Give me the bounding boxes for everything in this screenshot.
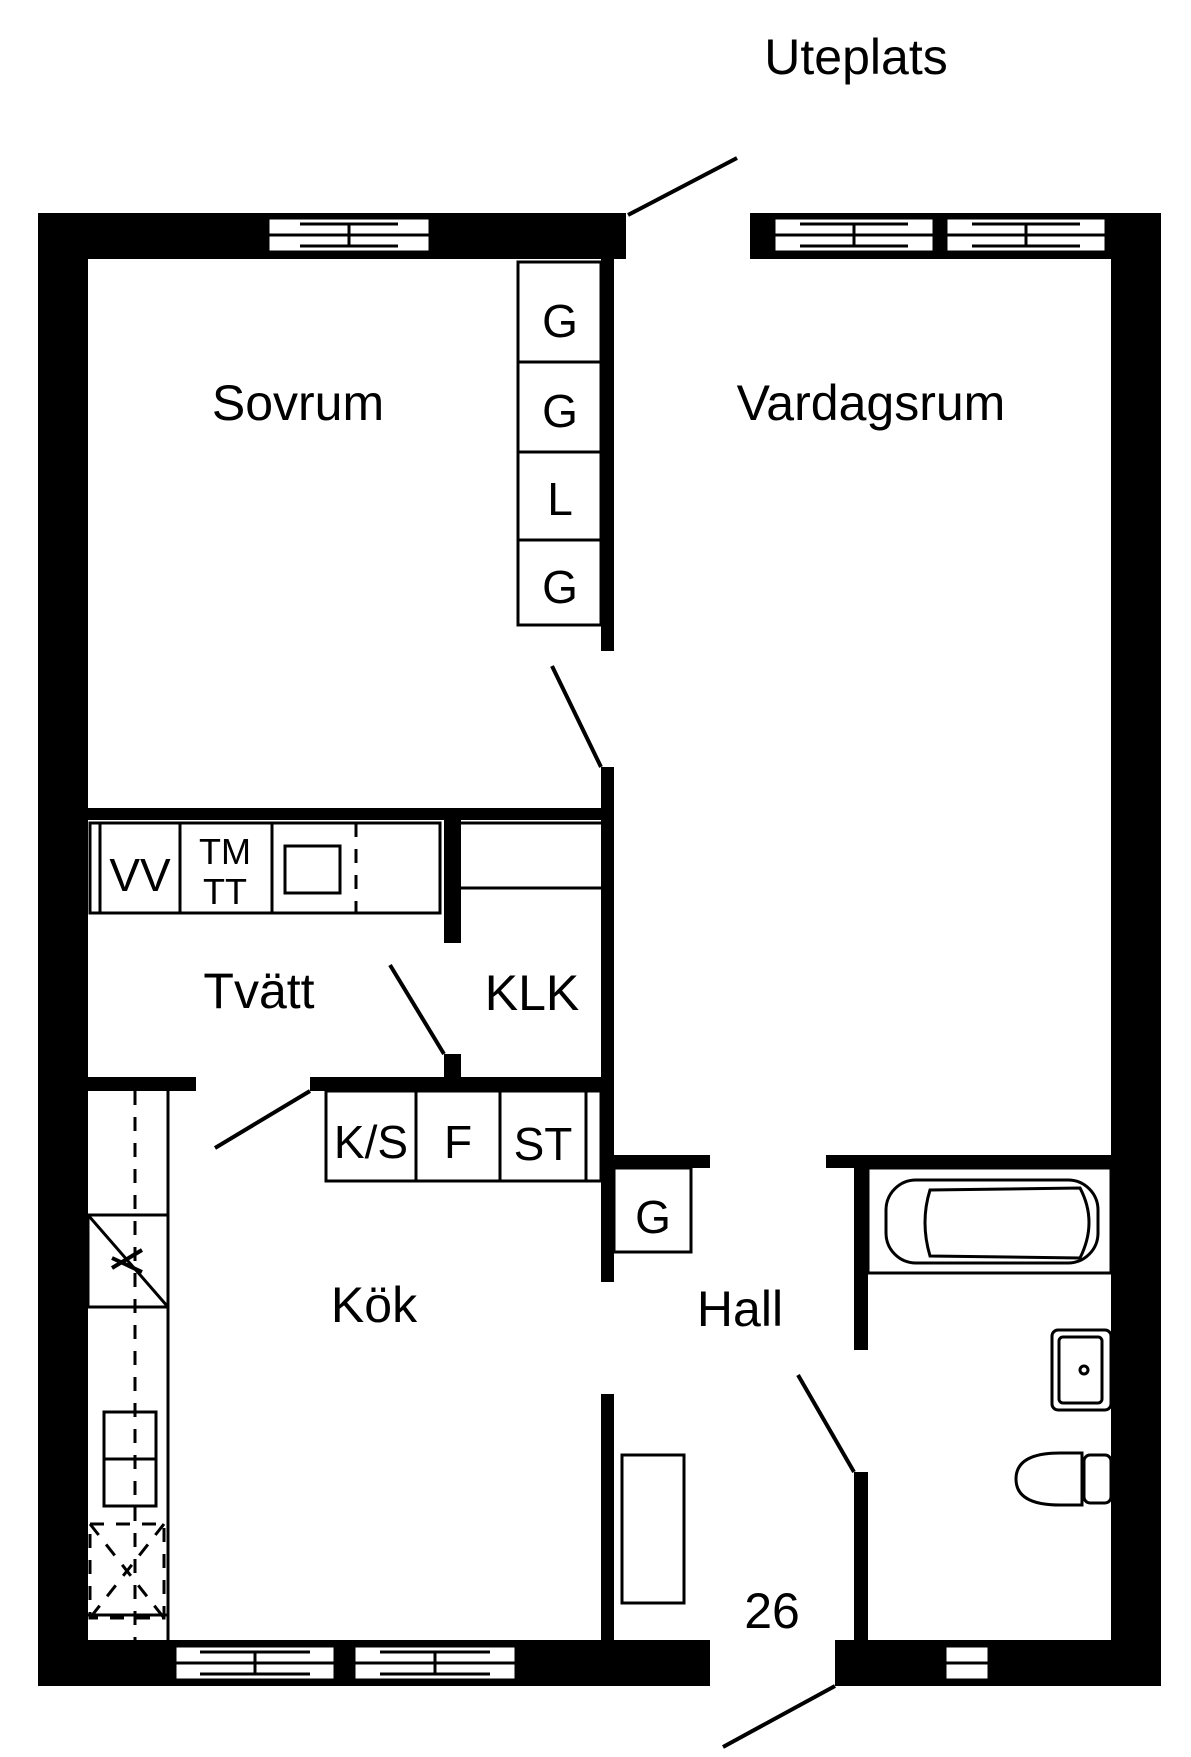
st-label: ST	[514, 1118, 573, 1170]
label-tvatt: Tvätt	[203, 963, 314, 1019]
right-wall	[1111, 213, 1161, 1686]
toilet	[1014, 1451, 1084, 1507]
vv-label: VV	[109, 849, 171, 901]
left-wall	[38, 213, 88, 1686]
label-hall: Hall	[697, 1281, 783, 1337]
bedroom-wardrobes: G G L G	[516, 260, 603, 627]
kitchen-tall-cabinets: K/S F ST	[324, 1089, 603, 1183]
door-uteplats	[627, 156, 738, 217]
laundry-cabinets: VV TM TT	[88, 821, 442, 915]
label-vardagsrum: Vardagsrum	[737, 375, 1006, 431]
klk-shelf	[461, 821, 601, 890]
window-vardagsrum-right	[944, 216, 1108, 254]
interior-walls	[88, 259, 1111, 1640]
label-uteplats: Uteplats	[764, 29, 947, 85]
door-klk	[388, 963, 446, 1056]
door-bathroom	[796, 1374, 856, 1473]
window-kok-left	[173, 1644, 337, 1682]
f-label: F	[444, 1116, 472, 1168]
door-kok	[213, 1089, 312, 1150]
left-wall-stub	[38, 832, 52, 848]
kitchen-counter	[86, 1091, 170, 1640]
dryer-outline	[283, 844, 342, 895]
tm-label: TM	[199, 831, 251, 872]
wardrobe-code-2: G	[542, 385, 578, 437]
unit-number: 26	[744, 1583, 800, 1639]
label-kok: Kök	[331, 1277, 418, 1333]
wardrobe-code-1: G	[542, 295, 578, 347]
wardrobe-code-4: G	[542, 561, 578, 613]
window-vardagsrum-left	[772, 216, 936, 254]
hall-closet: G	[612, 1166, 693, 1254]
bathroom-fixtures	[866, 1166, 1113, 1507]
hall-closet-code: G	[635, 1191, 671, 1243]
window-sovrum	[266, 216, 432, 254]
bathtub	[866, 1166, 1113, 1275]
door-sovrum	[550, 665, 603, 768]
door-entrance	[722, 1684, 836, 1749]
doors	[213, 156, 856, 1749]
hall-bench	[620, 1453, 686, 1605]
washbasin	[1050, 1328, 1113, 1412]
tt-label: TT	[203, 871, 247, 912]
window-kok-right	[352, 1644, 518, 1682]
bottom-wall-right	[835, 1640, 1161, 1686]
wardrobe-code-3: L	[547, 473, 573, 525]
label-klk: KLK	[485, 965, 580, 1021]
window-bathroom	[943, 1644, 991, 1682]
ks-label: K/S	[334, 1116, 408, 1168]
label-sovrum: Sovrum	[212, 375, 384, 431]
